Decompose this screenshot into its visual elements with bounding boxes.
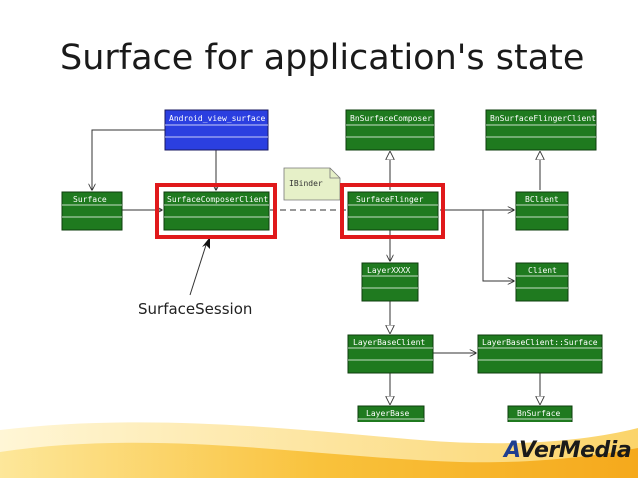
surface-session-callout: SurfaceSession bbox=[138, 300, 252, 318]
class-client: Client bbox=[515, 262, 569, 302]
class-layer-base-client-surface-name: LayerBaseClient::Surface bbox=[482, 338, 598, 347]
highlight-surface-flinger bbox=[340, 183, 445, 239]
class-android-view-surface-name: Android_view_surface bbox=[169, 114, 266, 123]
class-layer-base-name: LayerBase bbox=[366, 409, 410, 418]
logo-prefix: A bbox=[504, 438, 520, 463]
ibinder-note: IBinder bbox=[283, 167, 341, 201]
class-client-name: Client bbox=[528, 266, 557, 275]
class-layer-xxxx: LayerXXXX bbox=[361, 262, 419, 302]
class-bn-surface-name: BnSurface bbox=[517, 409, 561, 418]
class-android-view-surface: Android_view_surface bbox=[164, 109, 269, 151]
callout-line bbox=[189, 244, 207, 296]
class-bclient: BClient bbox=[515, 191, 569, 231]
class-layer-base-client-name: LayerBaseClient bbox=[353, 338, 425, 347]
class-layer-base-client-surface: LayerBaseClient::Surface bbox=[477, 334, 603, 374]
class-bn-surface-flinger-client-name: BnSurfaceFlingerClient bbox=[490, 114, 596, 123]
diagram-area: IBinder Android_view_surface BnSurfaceCo… bbox=[40, 100, 612, 422]
class-layer-xxxx-name: LayerXXXX bbox=[367, 266, 411, 275]
class-layer-base-client: LayerBaseClient bbox=[347, 334, 434, 374]
highlight-surface-composer-client bbox=[155, 183, 277, 239]
class-surface: Surface bbox=[61, 191, 123, 231]
ibinder-note-label: IBinder bbox=[289, 179, 323, 188]
class-bn-surface-composer: BnSurfaceComposer bbox=[345, 109, 435, 151]
edge-sf-to-client bbox=[440, 209, 514, 281]
class-surface-composer-client: SurfaceComposerClient bbox=[163, 191, 270, 231]
avermedia-logo: AVerMedia bbox=[504, 438, 632, 463]
class-surface-flinger: SurfaceFlinger bbox=[347, 191, 439, 231]
edge-android-to-surface bbox=[92, 129, 165, 190]
class-surface-composer-client-name: SurfaceComposerClient bbox=[167, 195, 268, 204]
class-diagram: IBinder Android_view_surface BnSurfaceCo… bbox=[61, 109, 603, 422]
class-surface-flinger-name: SurfaceFlinger bbox=[356, 195, 424, 204]
logo-rest: VerMedia bbox=[519, 438, 632, 463]
class-bn-surface-composer-name: BnSurfaceComposer bbox=[350, 114, 432, 123]
callout-arrowhead bbox=[202, 237, 210, 249]
class-layer-base: LayerBase bbox=[357, 405, 425, 422]
slide-title: Surface for application's state bbox=[60, 38, 585, 78]
class-bn-surface-flinger-client: BnSurfaceFlingerClient bbox=[485, 109, 597, 151]
class-surface-name: Surface bbox=[73, 195, 107, 204]
class-bn-surface: BnSurface bbox=[507, 405, 573, 422]
class-bclient-name: BClient bbox=[525, 195, 559, 204]
connectors bbox=[92, 129, 540, 404]
